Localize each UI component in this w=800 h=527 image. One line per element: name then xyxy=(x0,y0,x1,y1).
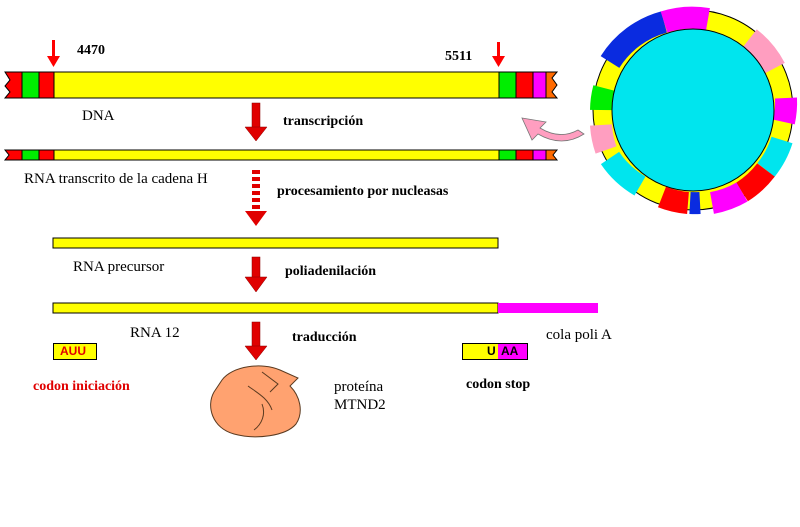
step-poliadenilacion: poliadenilación xyxy=(285,264,377,279)
rna-h-red-left xyxy=(38,149,55,161)
arrow-procesamiento-dashed xyxy=(245,170,267,226)
rna-precursor-strand xyxy=(52,237,499,249)
rna-h-yellow-segment xyxy=(53,149,500,161)
rna-12-strand xyxy=(52,302,598,314)
arrow-transcripcion xyxy=(244,102,268,142)
poly-a-tail xyxy=(498,303,598,313)
position-start-label: 4470 xyxy=(77,43,105,58)
dna-right-end-orange xyxy=(545,71,559,99)
rna-precursor-label: RNA precursor xyxy=(73,259,165,275)
stop-codon-box: U AA xyxy=(462,343,528,360)
stop-codon-label: codon stop xyxy=(466,377,531,392)
pink-curved-arrow xyxy=(521,117,585,142)
dna-label: DNA xyxy=(82,108,115,124)
mitochondrial-genome-circle xyxy=(590,6,798,215)
dna-left-end-red xyxy=(3,71,23,99)
start-codon-sequence: AUU xyxy=(60,344,86,358)
arrow-traduccion xyxy=(244,321,268,361)
step-transcripcion: transcripción xyxy=(283,114,364,129)
dna-magenta-right xyxy=(532,71,547,99)
protein-label-line2: MTND2 xyxy=(334,397,386,413)
position-end-label: 5511 xyxy=(445,49,473,64)
dna-strand xyxy=(3,71,559,99)
stop-codon-aa: AA xyxy=(501,344,519,358)
rna-h-green-left xyxy=(21,149,40,161)
rna-12-yellow xyxy=(52,302,499,314)
position-arrow-5511 xyxy=(492,42,505,67)
rna-12-label: RNA 12 xyxy=(130,325,180,341)
stop-codon-u: U xyxy=(487,344,496,358)
dna-red-left xyxy=(38,71,55,99)
rna-h-green-right xyxy=(498,149,517,161)
arrow-poliadenilacion xyxy=(244,256,268,293)
position-arrow-4470 xyxy=(47,40,60,67)
dna-green-right xyxy=(498,71,517,99)
dna-yellow-segment xyxy=(53,71,500,99)
rna-h-magenta-right xyxy=(532,149,547,161)
start-codon-label: codon iniciación xyxy=(33,379,130,394)
dna-red-right xyxy=(515,71,534,99)
rna-h-red-right xyxy=(515,149,534,161)
rna-h-label: RNA transcrito de la cadena H xyxy=(24,171,208,187)
step-traduccion: traducción xyxy=(292,330,357,345)
rna-h-right-orange xyxy=(545,149,559,161)
start-codon-box: AUU xyxy=(53,343,97,360)
protein-label-line1: proteína xyxy=(334,379,384,395)
rna-h-left-red xyxy=(3,149,23,161)
cola-poli-a-label: cola poli A xyxy=(546,327,612,343)
dna-green-left xyxy=(21,71,40,99)
step-procesamiento: procesamiento por nucleasas xyxy=(277,184,449,199)
rna-h-strand xyxy=(3,149,559,161)
protein-shape xyxy=(210,365,301,438)
